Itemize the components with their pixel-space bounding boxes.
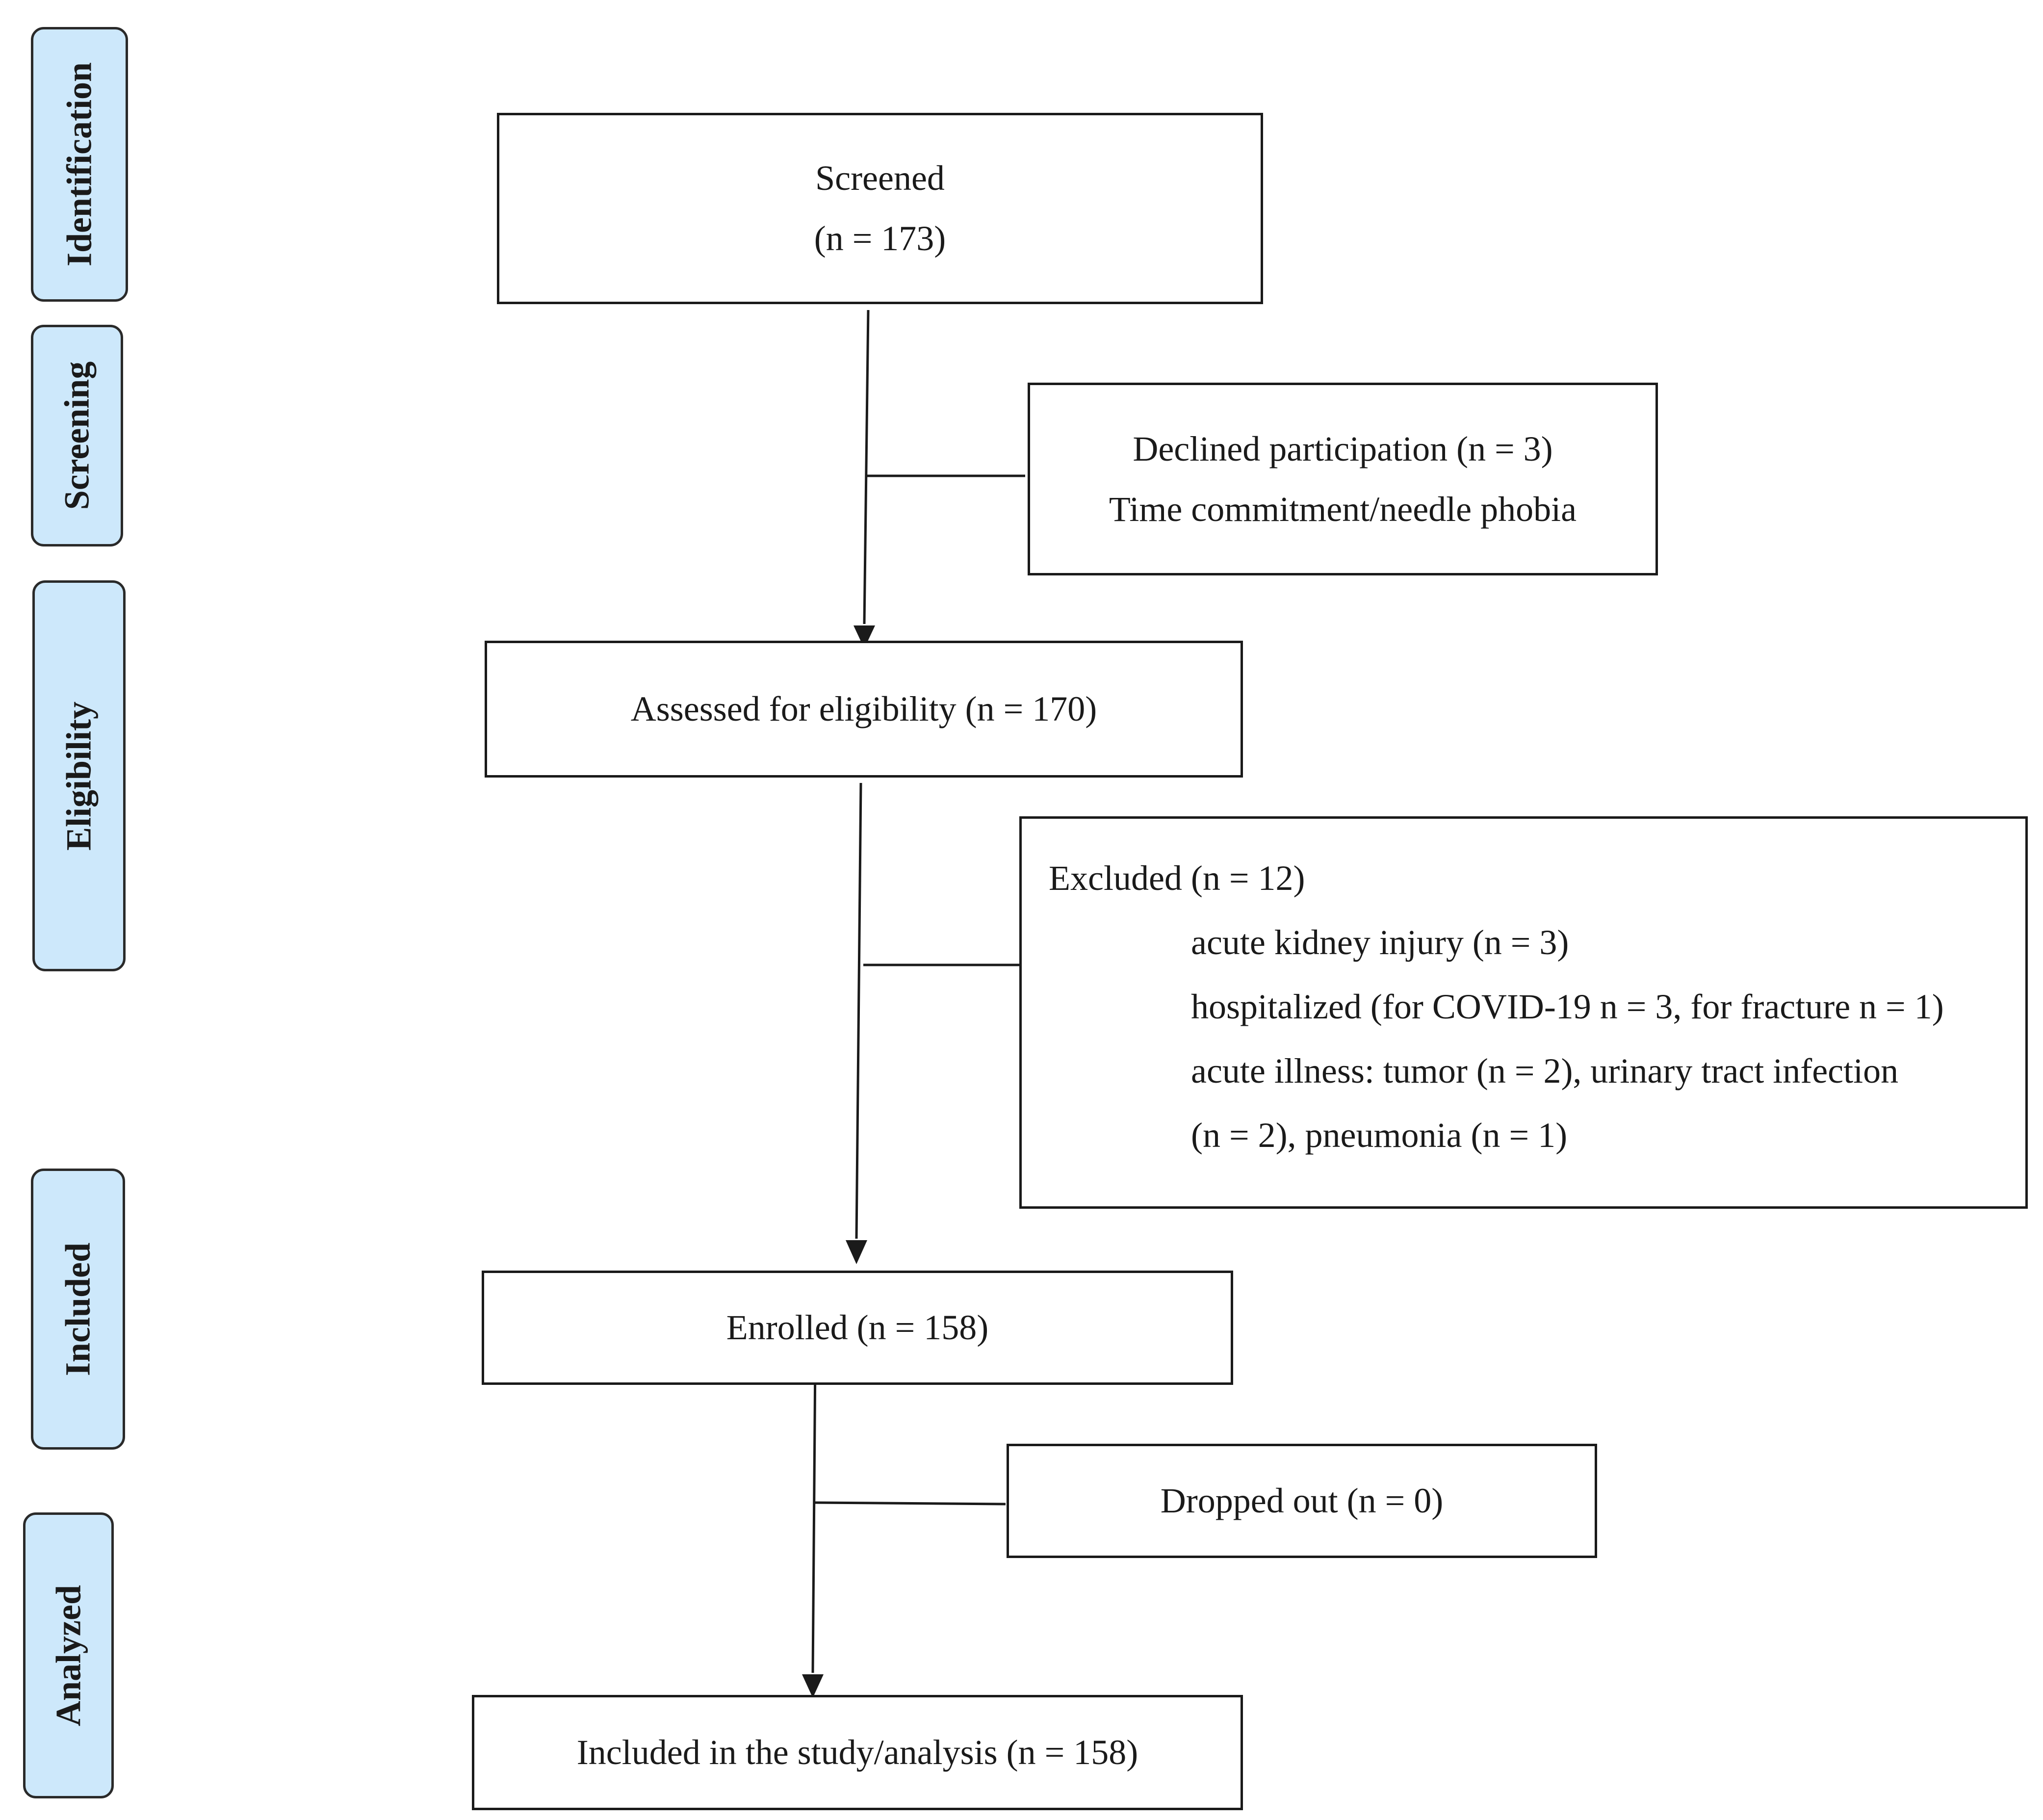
enrolled-text: Enrolled (n = 158)	[726, 1308, 989, 1347]
dropped-box: Dropped out (n = 0)	[1007, 1444, 1597, 1558]
dropped-text: Dropped out (n = 0)	[1160, 1481, 1444, 1520]
analysis-box: Included in the study/analysis (n = 158)	[472, 1695, 1243, 1810]
assessed-box: Assessed for eligibility (n = 170)	[485, 641, 1243, 778]
arrow-enrolled-to-analysis	[811, 1359, 817, 1673]
excluded-reason-illness-cont: (n = 2), pneumonia (n = 1)	[1191, 1116, 1568, 1155]
excluded-reason-illness: acute illness: tumor (n = 2), urinary tr…	[1191, 1051, 1899, 1091]
declined-reason-detail: Time commitment/needle phobia	[1109, 489, 1577, 529]
phase-identification: Identification	[31, 27, 128, 302]
excluded-box: Excluded (n = 12) acute kidney injury (n…	[1019, 816, 2028, 1209]
analysis-text: Included in the study/analysis (n = 158)	[576, 1733, 1138, 1772]
phase-screening: Screening	[31, 325, 123, 546]
screened-title: Screened	[815, 158, 945, 198]
declined-reason-count: Declined participation (n = 3)	[1133, 429, 1553, 468]
branch-to-dropped	[814, 1501, 1006, 1506]
assessed-text: Assessed for eligibility (n = 170)	[630, 689, 1097, 728]
enrolled-box: Enrolled (n = 158)	[482, 1271, 1233, 1385]
arrow-assessed-to-enrolled	[855, 782, 862, 1239]
arrowhead-analysis	[802, 1674, 824, 1698]
screened-box: Screened (n = 173)	[497, 113, 1263, 304]
arrowhead-assessed	[853, 625, 875, 649]
phase-included: Included	[31, 1169, 125, 1450]
declined-box: Declined participation (n = 3) Time comm…	[1028, 383, 1658, 575]
phase-analyzed: Analyzed	[23, 1512, 114, 1798]
excluded-reason-hospitalized: hospitalized (for COVID-19 n = 3, for fr…	[1191, 987, 1944, 1026]
excluded-title: Excluded (n = 12)	[1049, 858, 1305, 898]
screened-count: (n = 173)	[814, 219, 946, 258]
phase-eligibility: Eligibility	[32, 580, 126, 971]
arrow-screened-to-assessed	[863, 310, 870, 624]
excluded-reason-kidney: acute kidney injury (n = 3)	[1191, 923, 1569, 962]
arrowhead-enrolled	[846, 1240, 867, 1264]
